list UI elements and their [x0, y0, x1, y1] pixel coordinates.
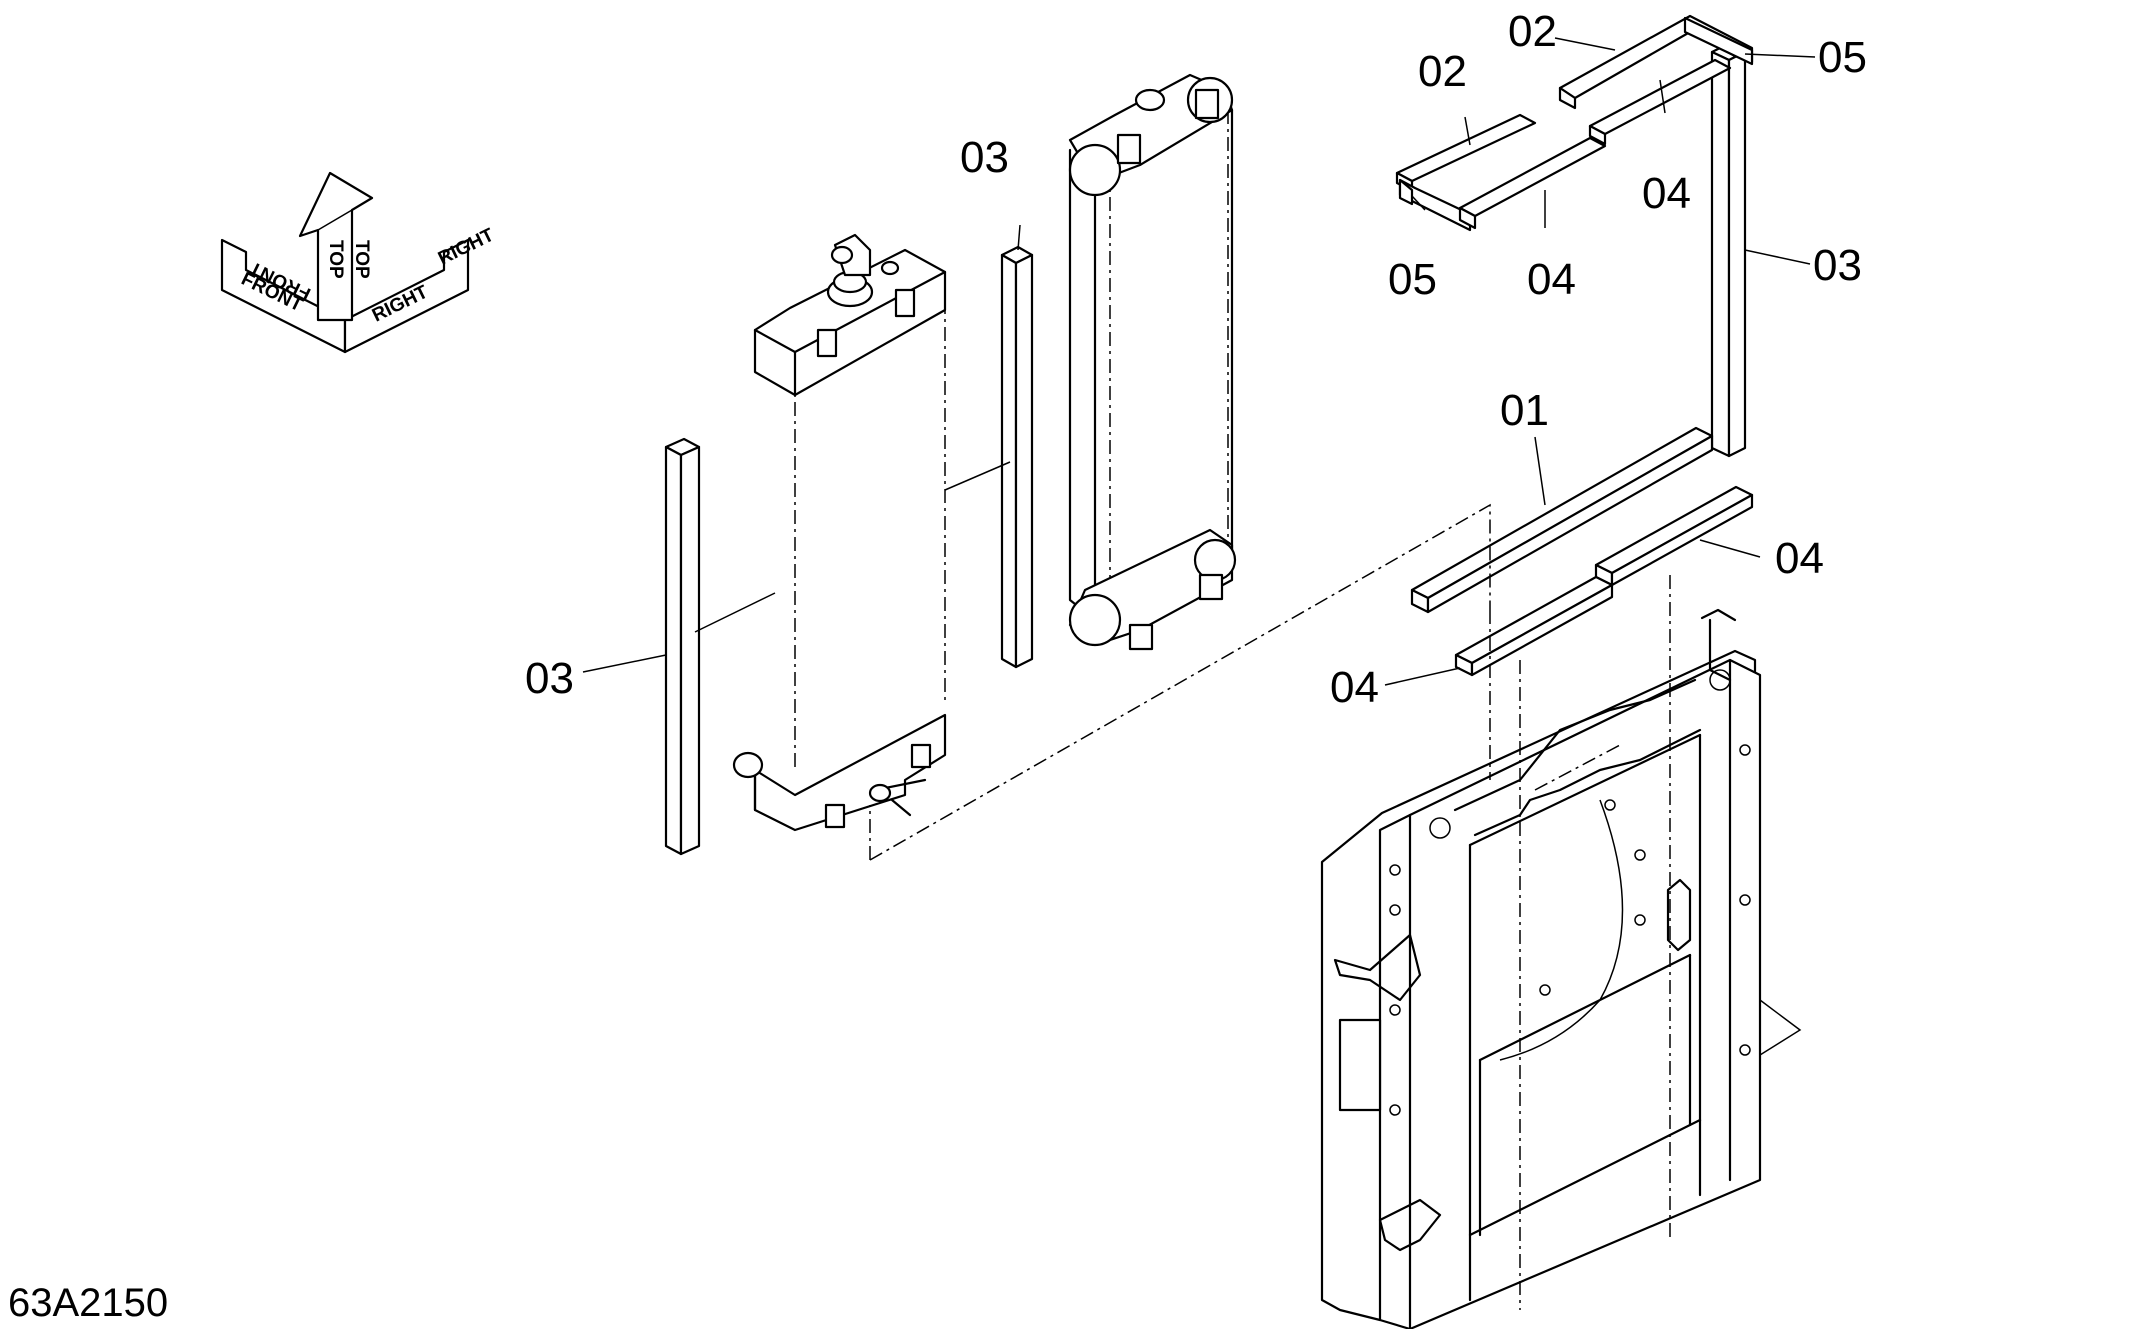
callout-02-upper: 02 [1508, 7, 1557, 56]
radiator-frame [1320, 608, 1802, 1329]
seal-bar-04-lower-pair [1454, 485, 1754, 677]
orientation-top-label-mirror: TOP [351, 240, 372, 279]
orientation-indicator: TOP TOP FRONT FRONT RIGHT RIGHT [220, 171, 498, 354]
oil-cooler [1068, 73, 1237, 651]
callout-01: 01 [1500, 386, 1549, 435]
radiator [732, 233, 947, 832]
callout-05-right: 05 [1818, 33, 1867, 82]
orientation-top-label: TOP [325, 240, 346, 279]
callout-05-left: 05 [1388, 255, 1437, 304]
callout-02-left: 02 [1418, 47, 1467, 96]
seal-bar-03-middle [1000, 245, 1034, 669]
seal-set-upper-right [1395, 14, 1754, 458]
callout-04-upper-left: 04 [1527, 255, 1576, 304]
alignment-lines [869, 503, 1671, 1310]
callout-03-right: 03 [1813, 241, 1862, 290]
callout-03-top: 03 [960, 133, 1009, 182]
seal-bar-03-left [664, 437, 701, 856]
seal-bar-01 [1410, 426, 1714, 614]
leader-lines [582, 37, 1816, 686]
callout-04-mid-left: 04 [1330, 663, 1379, 712]
figure-id: 63A2150 [8, 1281, 168, 1325]
callout-03-left: 03 [525, 654, 574, 703]
callout-labels: 03 03 02 05 02 04 05 04 03 01 04 04 [525, 7, 1867, 712]
top-arrow-icon [298, 171, 374, 322]
callout-04-mid-right: 04 [1775, 534, 1824, 583]
callout-04-upper-right: 04 [1642, 169, 1691, 218]
